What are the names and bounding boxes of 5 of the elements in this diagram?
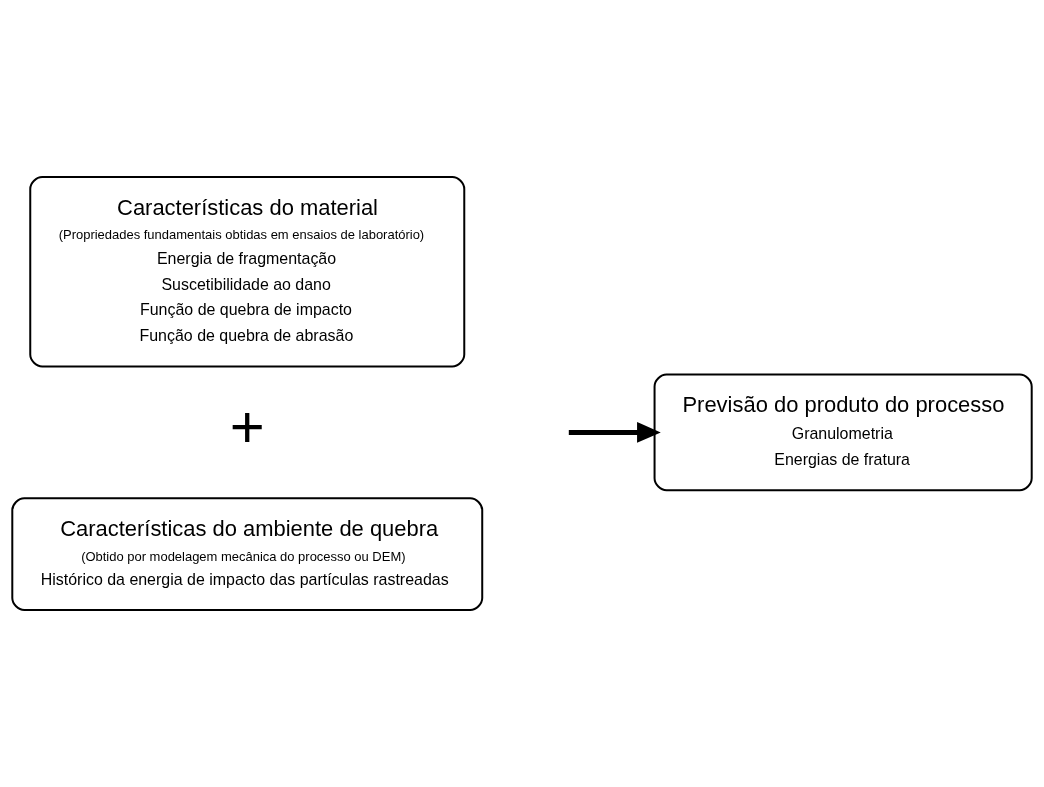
label: + xyxy=(229,393,265,461)
node-box: Características do ambiente de quebra (Obtido por modelagem mecânica do processo ou DEM) Histórico da energia de impacto das partículas rastreadas xyxy=(11,497,484,611)
node-box: Previsão do produto do processo Granulometria Energias de fratura xyxy=(653,373,1033,492)
arrow xyxy=(568,422,661,443)
node-box: Características do material (Propriedades fundamentais obtidas em ensaios de laboratório) Energia de fragmentação Suscetibilidade ao dano Função de quebra de impacto Função de quebra de abrasão xyxy=(29,176,466,368)
